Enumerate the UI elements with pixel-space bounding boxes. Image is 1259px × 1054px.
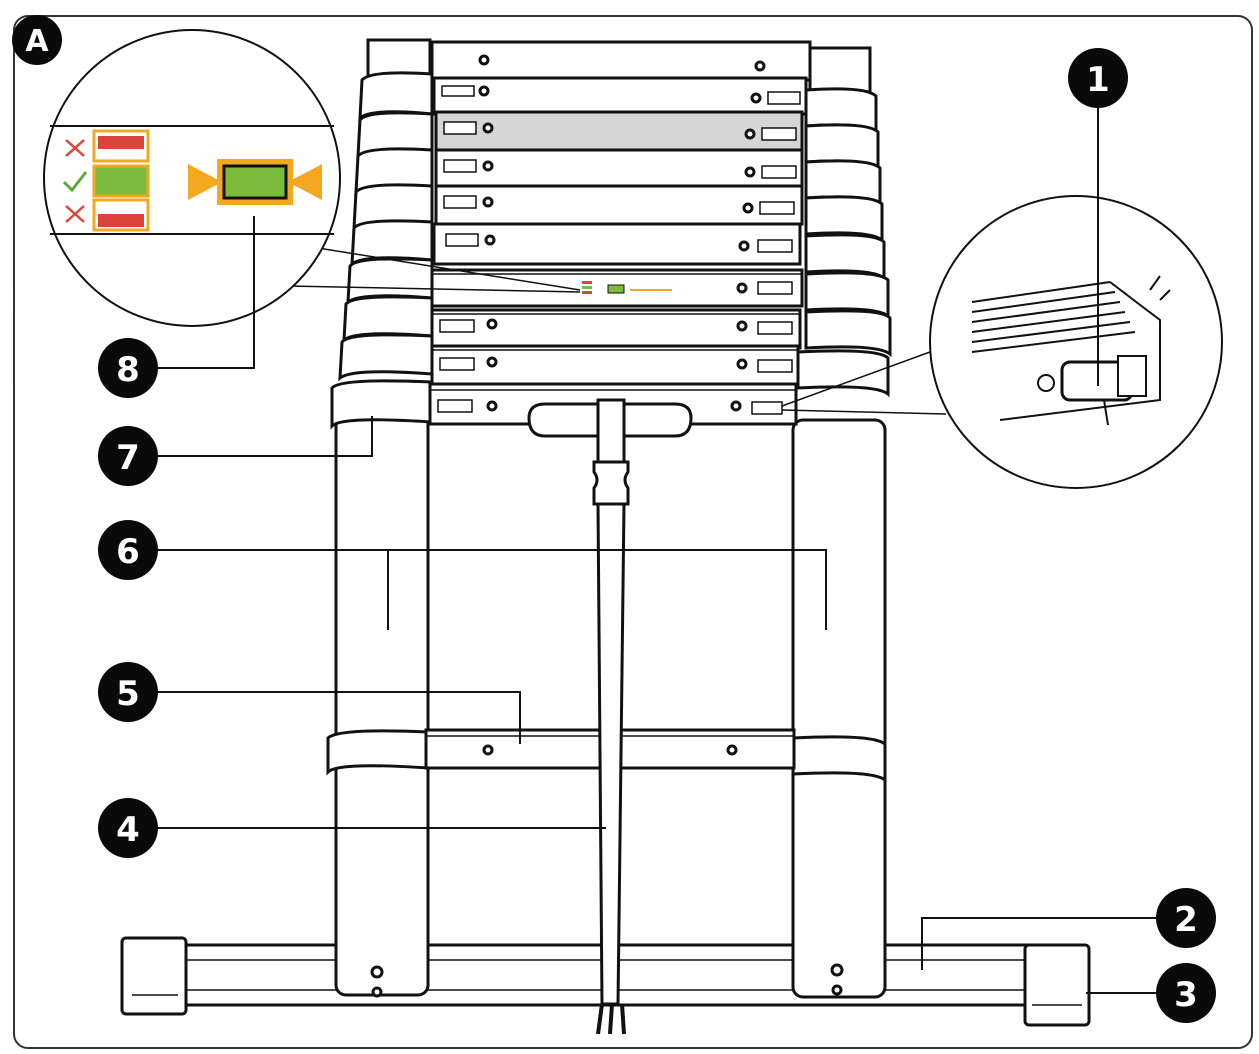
callout-2-label: 2	[1174, 900, 1198, 940]
indicator-bar-middle-correct	[92, 164, 150, 198]
cross-icon	[65, 139, 85, 157]
callout-6: 6	[98, 520, 158, 580]
cross-icon-bottom	[65, 205, 85, 223]
rung-6	[432, 222, 802, 266]
callout-1-label: 1	[1086, 60, 1110, 100]
leader-lines	[156, 108, 1160, 994]
callout-4: 4	[98, 798, 158, 858]
indicator-bar-bottom-wrong	[92, 198, 150, 232]
panel-label-text: A	[25, 24, 49, 59]
rung-5	[434, 184, 804, 226]
callout-3: 3	[1156, 963, 1216, 1023]
rung-9	[430, 344, 800, 386]
callout-7-label: 7	[116, 438, 140, 478]
panel-label: A	[12, 15, 62, 65]
carry-strap	[527, 398, 693, 1035]
indicator-zoom	[43, 29, 581, 327]
rung-4	[434, 148, 804, 190]
callout-1: 1	[1068, 48, 1128, 108]
arrow-left-icon	[188, 164, 222, 200]
callout-8-label: 8	[116, 350, 140, 390]
callout-7: 7	[98, 426, 158, 486]
rung-2	[432, 76, 808, 116]
figure-frame	[13, 15, 1253, 1049]
callout-5: 5	[98, 662, 158, 722]
callout-8: 8	[98, 338, 158, 398]
leader-8	[156, 216, 255, 369]
right-collars	[791, 46, 892, 784]
right-stile	[791, 418, 887, 999]
arrow-right-icon	[288, 164, 322, 200]
callout-6-label: 6	[116, 532, 140, 572]
leader-5	[156, 691, 521, 744]
check-icon	[62, 171, 88, 193]
callout-4-label: 4	[116, 810, 140, 850]
rung-1	[430, 40, 812, 82]
callout-5-label: 5	[116, 674, 140, 714]
indicator-bar-top-wrong	[92, 129, 150, 163]
lock-screw	[1037, 374, 1055, 392]
leader-6	[156, 549, 827, 630]
leader-2	[921, 917, 1160, 970]
rung-8	[430, 308, 802, 350]
callout-2: 2	[1156, 888, 1216, 948]
indicator-window	[188, 159, 322, 205]
ladder	[120, 38, 1091, 1035]
lock-zoom	[781, 195, 1223, 489]
leader-7	[156, 416, 373, 457]
rung-3-highlighted	[434, 110, 804, 154]
stabiliser-end-cap-right	[1023, 943, 1091, 1027]
left-stile	[334, 393, 430, 998]
callout-3-label: 3	[1174, 975, 1198, 1015]
left-collars	[326, 38, 434, 776]
stabiliser-end-cap-left	[120, 936, 188, 1016]
